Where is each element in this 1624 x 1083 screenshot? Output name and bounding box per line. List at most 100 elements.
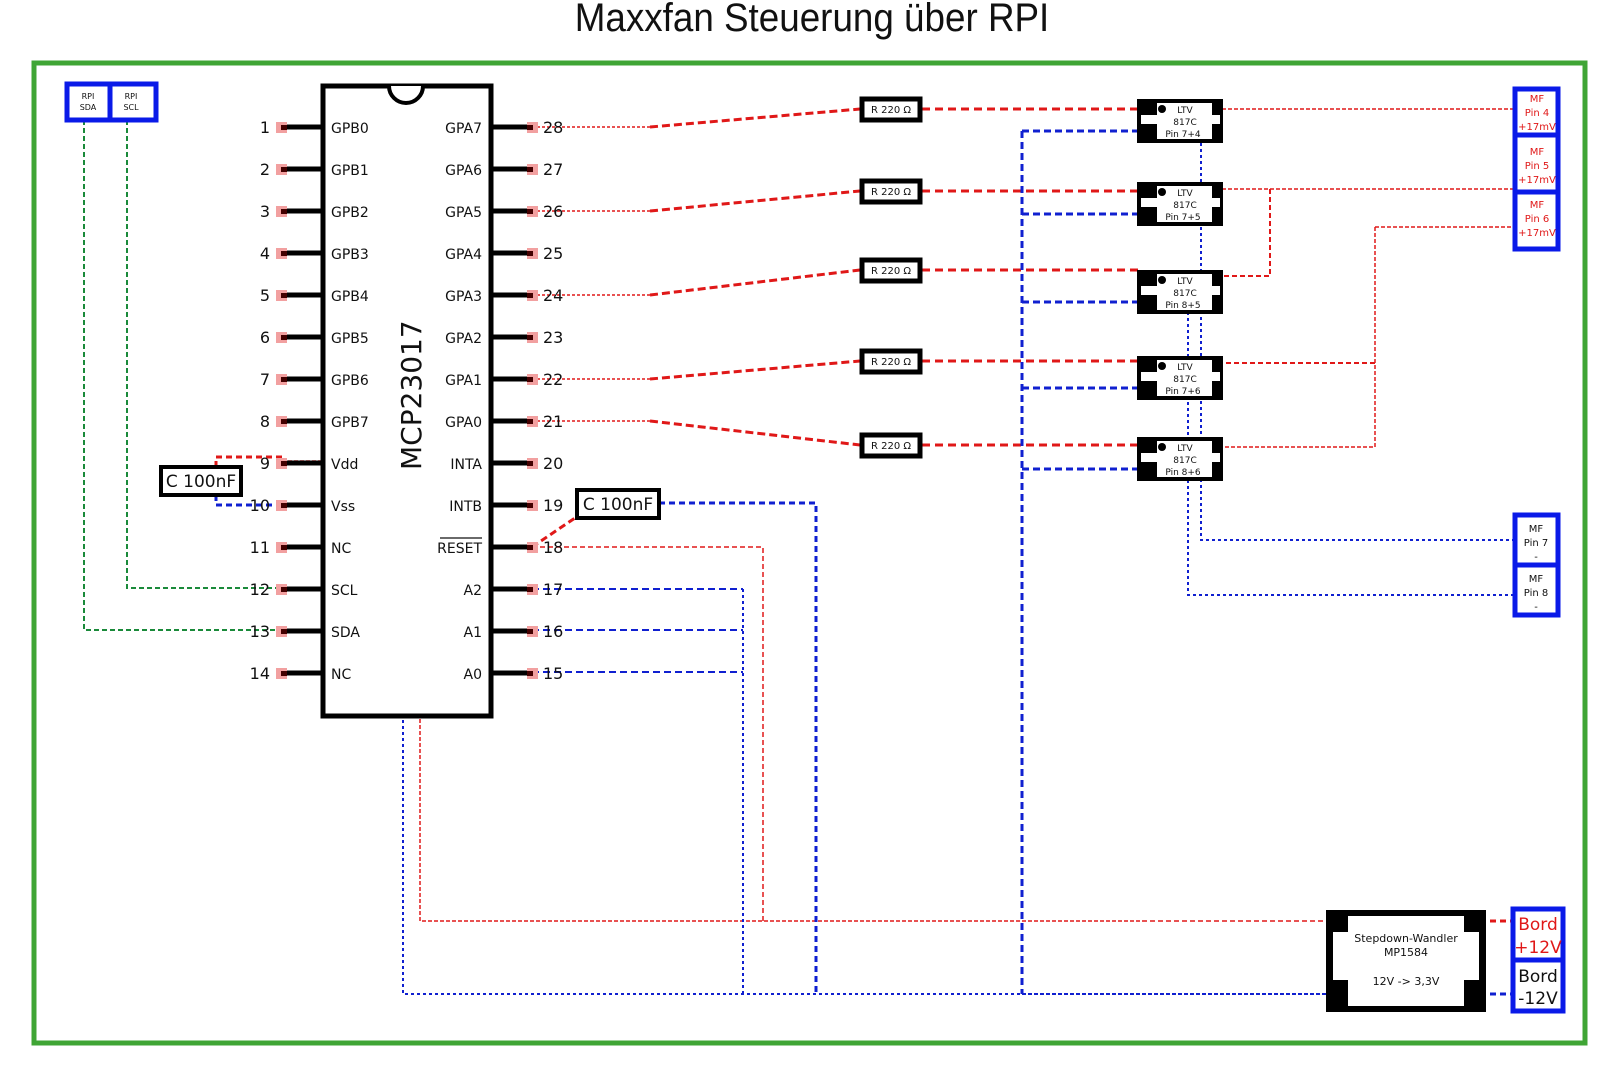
pin-name: GPB3 xyxy=(331,247,369,263)
bord-negative-connector: Bord -12V xyxy=(1518,967,1558,1009)
mf-line2: Pin 8 xyxy=(1524,588,1548,599)
stepdown-converter: Stepdown-Wandler MP1584 12V -> 3,3V xyxy=(1326,910,1486,1012)
pin-number: 3 xyxy=(260,202,270,221)
mf-line3: +17mV xyxy=(1518,122,1556,133)
capacitor-2-label: C 100nF xyxy=(583,495,653,515)
right-pins: 28GPA727GPA626GPA525GPA424GPA323GPA222GP… xyxy=(437,118,563,683)
pin-number: 6 xyxy=(260,328,270,347)
mf-line1: MF xyxy=(1529,524,1544,535)
pin-number: 26 xyxy=(543,202,563,221)
pin-name: SDA xyxy=(331,625,360,641)
rpi-sda-line2: SDA xyxy=(80,103,97,112)
mf-connector-pin-5: MF Pin 5 +17mV xyxy=(1518,147,1556,186)
rpi-connector-block: RPI SDA RPI SCL xyxy=(64,81,159,123)
opto-line3: Pin 8+5 xyxy=(1165,301,1200,311)
chip-pin-3: 3 GPB2 xyxy=(260,202,369,221)
capacitor-vdd-vss: C 100nF xyxy=(159,465,243,497)
pin-number: 2 xyxy=(260,160,270,179)
resistor-4: R 220 Ω xyxy=(859,348,923,375)
capacitor-1-label: C 100nF xyxy=(166,472,236,492)
mf-line1: MF xyxy=(1530,200,1545,211)
opto-line1: LTV xyxy=(1177,444,1193,454)
pin-name: GPA5 xyxy=(445,205,482,221)
pin-name: GPB6 xyxy=(331,373,369,389)
pin-name: A0 xyxy=(464,667,482,683)
resistor-5: R 220 Ω xyxy=(859,432,923,459)
mf-line3: +17mV xyxy=(1518,175,1556,186)
pin-name: GPB4 xyxy=(331,289,369,305)
bord-negative-line2: -12V xyxy=(1518,989,1558,1009)
pin-number: 22 xyxy=(543,370,563,389)
pin-number: 13 xyxy=(250,622,270,641)
pin-number: 4 xyxy=(260,244,270,263)
resistor-label: R 220 Ω xyxy=(871,441,911,452)
gpa-route-2 xyxy=(649,268,861,297)
cap1-vdd-wire xyxy=(214,455,282,467)
pin-number: 14 xyxy=(250,664,270,683)
i2c-sda-wire xyxy=(83,120,282,631)
opto-line1: LTV xyxy=(1177,277,1193,287)
mf-line1: MF xyxy=(1530,94,1545,105)
mf-line2: Pin 7 xyxy=(1524,538,1548,549)
mf-line1: MF xyxy=(1530,147,1545,158)
mf-line3: - xyxy=(1534,602,1538,613)
cap2-ground-wire xyxy=(659,501,818,994)
mf-negative-connectors: MF Pin 7 - MF Pin 8 - xyxy=(1512,512,1561,618)
chip-name: MCP23017 xyxy=(395,320,428,470)
pin-number: 28 xyxy=(543,118,563,137)
pin-number: 1 xyxy=(260,118,270,137)
bord-positive-line2: +12V xyxy=(1514,938,1562,958)
gpa-route-0 xyxy=(649,107,861,129)
pin-name: A2 xyxy=(464,583,482,599)
pin-name: GPB2 xyxy=(331,205,369,221)
pin1-dot-icon xyxy=(1158,188,1166,196)
mf-line3: - xyxy=(1534,552,1538,563)
mf-line2: Pin 5 xyxy=(1525,161,1549,172)
pin-name: GPA6 xyxy=(445,163,482,179)
pin1-dot-icon xyxy=(1158,362,1166,370)
i2c-scl-wire xyxy=(126,120,282,589)
bord-connectors: Bord +12V Bord -12V xyxy=(1510,906,1566,1014)
pin-name: GPA2 xyxy=(445,331,482,347)
pin-name: RESET xyxy=(437,541,482,557)
pin-number: 25 xyxy=(543,244,563,263)
rpi-scl-line1: RPI xyxy=(125,92,138,101)
pin-number: 18 xyxy=(543,538,563,557)
mf-pin7-wire xyxy=(1200,131,1513,541)
mf-connector-pin-7: MF Pin 7 - xyxy=(1524,524,1548,563)
opto-line1: LTV xyxy=(1177,106,1193,116)
opto-line3: Pin 8+6 xyxy=(1165,468,1201,478)
stepdown-spec: 12V -> 3,3V xyxy=(1373,975,1440,988)
reset-cap-wire xyxy=(531,516,576,549)
resistor-3: R 220 Ω xyxy=(859,257,923,284)
pin-number: 9 xyxy=(260,454,270,473)
chip-pin-4: 4 GPB3 xyxy=(260,244,369,263)
bord-positive-line1: Bord xyxy=(1518,915,1558,935)
resistor-label: R 220 Ω xyxy=(871,266,911,277)
mf-line1: MF xyxy=(1529,574,1544,585)
resistor-label: R 220 Ω xyxy=(871,187,911,198)
pin-number: 27 xyxy=(543,160,563,179)
diagram-title: Maxxfan Steuerung über RPI xyxy=(574,0,1050,40)
